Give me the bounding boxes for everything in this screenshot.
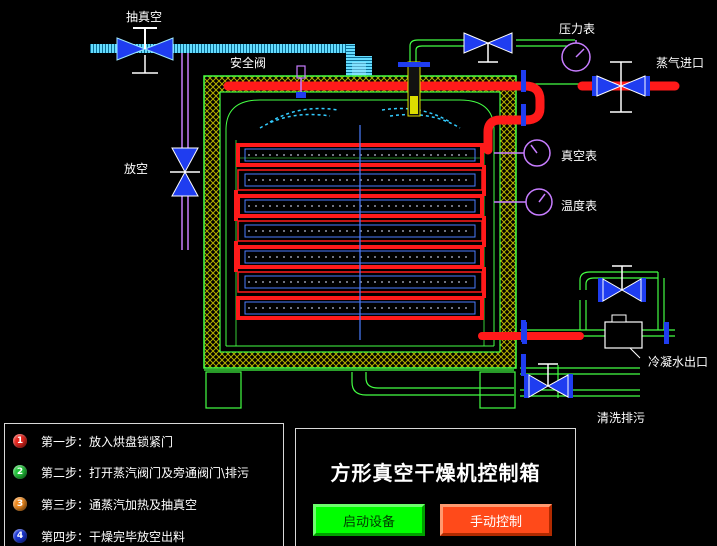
step-3-badge: 3 <box>13 497 27 511</box>
label-cleaning-drain: 清洗排污 <box>597 411 646 425</box>
steps-panel: 1 第一步：放入烘盘锁紧门 2 第二步：打开蒸汽阀门及旁通阀门\排污 3 第三步… <box>4 423 284 546</box>
step-2-badge: 2 <box>13 465 27 479</box>
label-vacuum-pump: 抽真空 <box>126 10 163 24</box>
condensate-bars <box>522 322 669 344</box>
step-1-badge: 1 <box>13 434 27 448</box>
step-2: 2 第二步：打开蒸汽阀门及旁通阀门\排污 <box>13 463 249 481</box>
label-safety-valve: 安全阀 <box>230 56 267 70</box>
steam-trap-icon <box>604 314 643 359</box>
step-4-text: 第四步：干燥完毕放空出料 <box>41 529 186 544</box>
label-temperature-gauge: 温度表 <box>561 199 598 213</box>
machine-frame <box>204 39 675 409</box>
vacuum-gauge-icon <box>494 139 551 167</box>
temperature-gauge-icon <box>494 188 553 216</box>
step-1: 1 第一步：放入烘盘锁紧门 <box>13 432 173 450</box>
step-3: 3 第三步：通蒸汽加热及抽真空 <box>13 495 197 513</box>
pressure-gauge-icon <box>561 40 591 72</box>
steam-inlet-valve-icon[interactable] <box>592 61 650 113</box>
label-steam-inlet: 蒸气进口 <box>656 56 705 70</box>
vent-valve-icon[interactable] <box>170 147 200 197</box>
control-panel-title: 方形真空干燥机控制箱 <box>330 461 541 485</box>
control-panel: 方形真空干燥机控制箱 启动设备 手动控制 <box>295 428 576 546</box>
drain-valve-icon[interactable] <box>524 363 573 398</box>
label-pressure-gauge: 压力表 <box>559 22 596 36</box>
vacuum-valve-icon[interactable] <box>116 27 174 74</box>
label-condensate-outlet: 冷凝水出口 <box>648 355 709 369</box>
label-vent: 放空 <box>124 162 149 176</box>
safety-valve-icon[interactable] <box>296 65 306 98</box>
step-3-text: 第三步：通蒸汽加热及抽真空 <box>41 497 198 512</box>
gauge-line-valve-icon[interactable] <box>463 32 513 63</box>
step-4: 4 第四步：干燥完毕放空出料 <box>13 527 185 545</box>
condensate-valve-icon[interactable] <box>598 265 646 302</box>
manual-control-button[interactable]: 手动控制 <box>440 504 552 536</box>
step-1-text: 第一步：放入烘盘锁紧门 <box>41 434 174 449</box>
tray-stack <box>234 125 486 340</box>
start-equipment-button[interactable]: 启动设备 <box>313 504 425 536</box>
step-4-badge: 4 <box>13 529 27 543</box>
step-2-text: 第二步：打开蒸汽阀门及旁通阀门\排污 <box>41 465 250 480</box>
label-vacuum-gauge: 真空表 <box>561 149 598 163</box>
vent-line <box>181 53 189 250</box>
vacuum-connection <box>398 61 430 117</box>
